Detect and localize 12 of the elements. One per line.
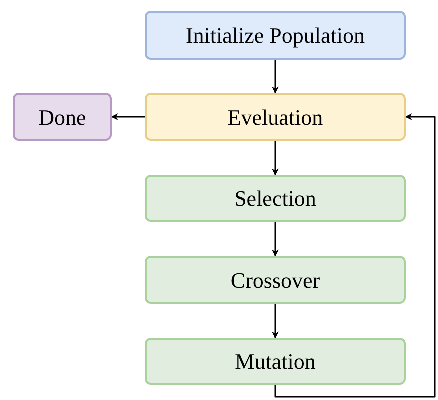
arrow	[272, 304, 279, 339]
process-box: Eveluation	[145, 93, 406, 141]
process-box: Initialize Population	[145, 11, 406, 60]
process-box: Selection	[145, 175, 406, 222]
arrow	[272, 141, 279, 176]
arrow	[272, 60, 279, 94]
process-box: Mutation	[145, 338, 406, 385]
arrow	[111, 114, 145, 120]
arrow	[272, 222, 279, 257]
process-box: Crossover	[145, 256, 406, 304]
process-box: Done	[13, 93, 112, 141]
arrow	[274, 114, 436, 398]
